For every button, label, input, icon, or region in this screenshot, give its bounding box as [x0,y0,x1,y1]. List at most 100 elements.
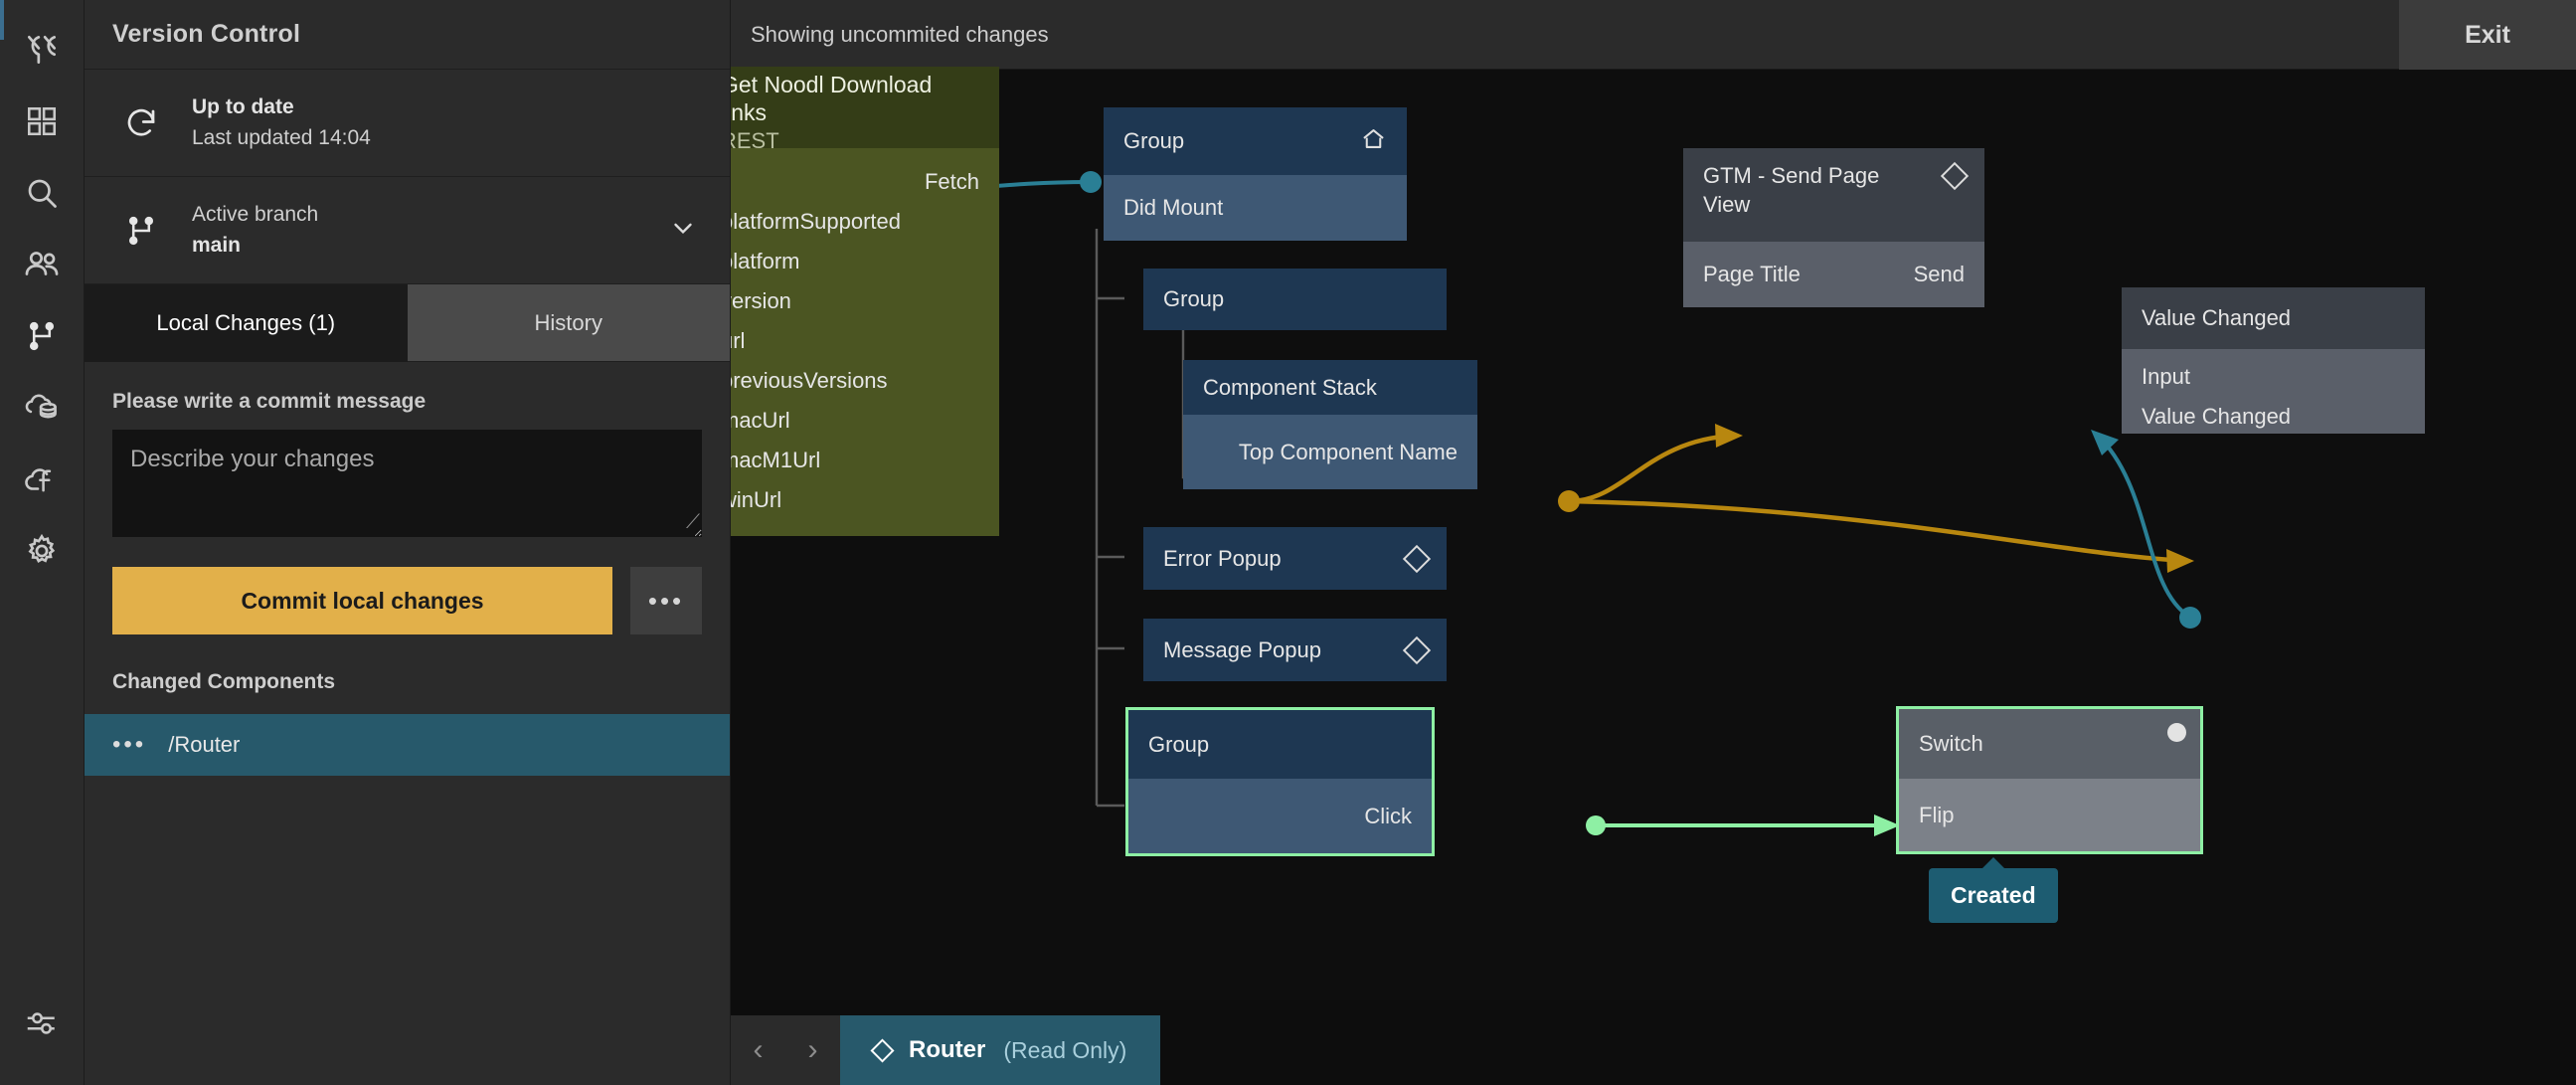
port-dot-topcomponent [1558,490,1580,512]
panel-title-bar: Version Control [85,0,730,70]
node-header[interactable]: Group [1128,710,1432,779]
cloud-functions-icon[interactable] [0,444,85,515]
commit-button-row: Commit local changes ••• [112,567,702,634]
version-control-panel: Version Control Up to date Last updated … [85,0,731,1085]
tab-history[interactable]: History [407,284,730,362]
graph-canvas-area: Showing uncommited changes Exit [731,0,2576,1085]
node-graph[interactable]: Get Noodl Download links REST Fetch plat… [731,67,2576,1000]
port-value-changed[interactable]: Value Changed [2142,404,2292,429]
chevron-down-icon[interactable] [668,213,702,248]
canvas-nav-buttons: ‹ › [731,1015,840,1085]
canvas-top-bar: Showing uncommited changes Exit [731,0,2576,70]
node-title: Error Popup [1163,545,1282,571]
port-platformSupported[interactable]: platformSupported [731,209,901,234]
changed-component-name: /Router [168,732,241,757]
refresh-icon[interactable] [112,105,170,141]
port-top-component-name[interactable]: Top Component Name [1238,439,1458,464]
users-icon[interactable] [0,229,85,300]
left-icon-bar [0,0,85,1085]
graph-wires [934,171,2201,836]
wire-topcomponent-to-pagetitle [1568,424,1743,504]
node-title: Component Stack [1203,374,1377,400]
port-row-gtm[interactable]: Page Title Send [1683,242,1984,307]
node-body[interactable]: Flip [1899,779,2200,851]
active-accent-line [0,0,4,40]
port-url[interactable]: url [731,328,746,353]
node-header[interactable]: Get Noodl Download links REST [731,67,999,153]
port-macUrl[interactable]: macUrl [731,408,790,433]
port-flip[interactable]: Flip [1919,802,1955,827]
node-title: Group [1148,731,1210,757]
noodl-logo-icon[interactable] [0,14,85,86]
node-header[interactable]: Switch [1899,709,2200,779]
node-body[interactable]: Page Title Send [1683,242,1984,307]
active-branch-label: Active branch [192,203,319,227]
node-body[interactable]: Top Component Name [1183,415,1477,489]
wire-topcomponent-to-input [1568,498,2194,573]
node-header[interactable]: Group [1104,107,1407,175]
commit-message-label: Please write a commit message [112,390,427,413]
tab-local-changes[interactable]: Local Changes (1) [85,284,408,362]
router-tab-name: Router [909,1036,986,1063]
port-version[interactable]: version [731,288,791,313]
cloud-data-icon[interactable] [0,372,85,444]
port-send[interactable]: Send [1913,262,1965,286]
node-switch[interactable]: Switch Flip [1896,706,2203,854]
port-macM1Url[interactable]: macM1Url [731,448,821,472]
node-group-click[interactable]: Group Click [1125,707,1435,856]
node-header[interactable]: Component Stack [1183,360,1477,415]
branch-icon[interactable] [0,300,85,372]
panel-tabs: Local Changes (1) History [85,284,730,362]
nav-forward-button[interactable]: › [807,1033,818,1066]
panel-title: Version Control [112,20,301,48]
node-title: Get Noodl Download links [731,71,933,126]
active-branch-row[interactable]: Active branch main [85,177,730,284]
port-winUrl[interactable]: winUrl [731,487,782,512]
router-tab-state: (Read Only) [1003,1036,1127,1063]
component-options-icon[interactable]: ••• [112,731,147,758]
port-previousVersions[interactable]: previousVersions [731,368,888,393]
active-branch-name: main [192,233,242,257]
node-title: GTM - Send Page View [1703,163,1880,217]
node-gtm-send-page-view[interactable]: GTM - Send Page View Page Title Send [1683,148,1984,307]
sync-status-row[interactable]: Up to date Last updated 14:04 [85,70,730,177]
node-header[interactable]: GTM - Send Page View [1683,148,1984,242]
sliders-icon[interactable] [0,988,85,1059]
node-header[interactable]: Message Popup [1143,619,1447,681]
port-input[interactable]: Input [2142,364,2190,389]
tab-router[interactable]: Router (Read Only) [840,1015,1161,1085]
node-header[interactable]: Error Popup [1143,527,1447,590]
node-title: Group [1123,128,1185,153]
node-rest-get-noodl-download-links[interactable]: Get Noodl Download links REST Fetch plat… [731,67,999,536]
node-header[interactable]: Group [1143,269,1447,330]
node-value-changed[interactable]: Value Changed Input Value Changed [2122,287,2425,434]
commit-area: Please write a commit message ⟋ Commit l… [85,362,730,634]
node-body[interactable]: Click [1128,779,1432,853]
port-platform[interactable]: platform [731,249,800,273]
commit-message-input[interactable] [112,430,702,537]
node-group-2[interactable]: Group [1143,269,1447,330]
node-body[interactable]: Fetch platformSupported platform version… [731,148,999,536]
port-did-mount[interactable]: Did Mount [1123,195,1224,220]
commit-local-changes-button[interactable]: Commit local changes [112,567,612,634]
node-body[interactable]: Input Value Changed [2122,349,2425,434]
more-options-button[interactable]: ••• [630,567,702,634]
components-grid-icon[interactable] [0,86,85,157]
exit-button[interactable]: Exit [2399,0,2576,70]
nav-back-button[interactable]: ‹ [753,1033,764,1066]
node-header[interactable]: Value Changed [2122,287,2425,349]
node-group-root[interactable]: Group Did Mount [1104,107,1407,241]
node-component-stack[interactable]: Component Stack Top Component Name [1183,360,1477,489]
port-page-title[interactable]: Page Title [1703,262,1801,286]
node-body[interactable]: Did Mount [1104,175,1407,241]
changed-component-row[interactable]: ••• /Router [85,714,730,776]
status-dot-icon [2167,723,2186,742]
port-fetch[interactable]: Fetch [924,169,979,194]
node-message-popup[interactable]: Message Popup [1143,619,1447,681]
node-error-popup[interactable]: Error Popup [1143,527,1447,590]
search-icon[interactable] [0,157,85,229]
port-click[interactable]: Click [1364,803,1412,828]
changed-components-header: Changed Components [112,670,335,693]
diamond-icon [1402,635,1432,664]
gear-icon[interactable] [0,515,85,587]
